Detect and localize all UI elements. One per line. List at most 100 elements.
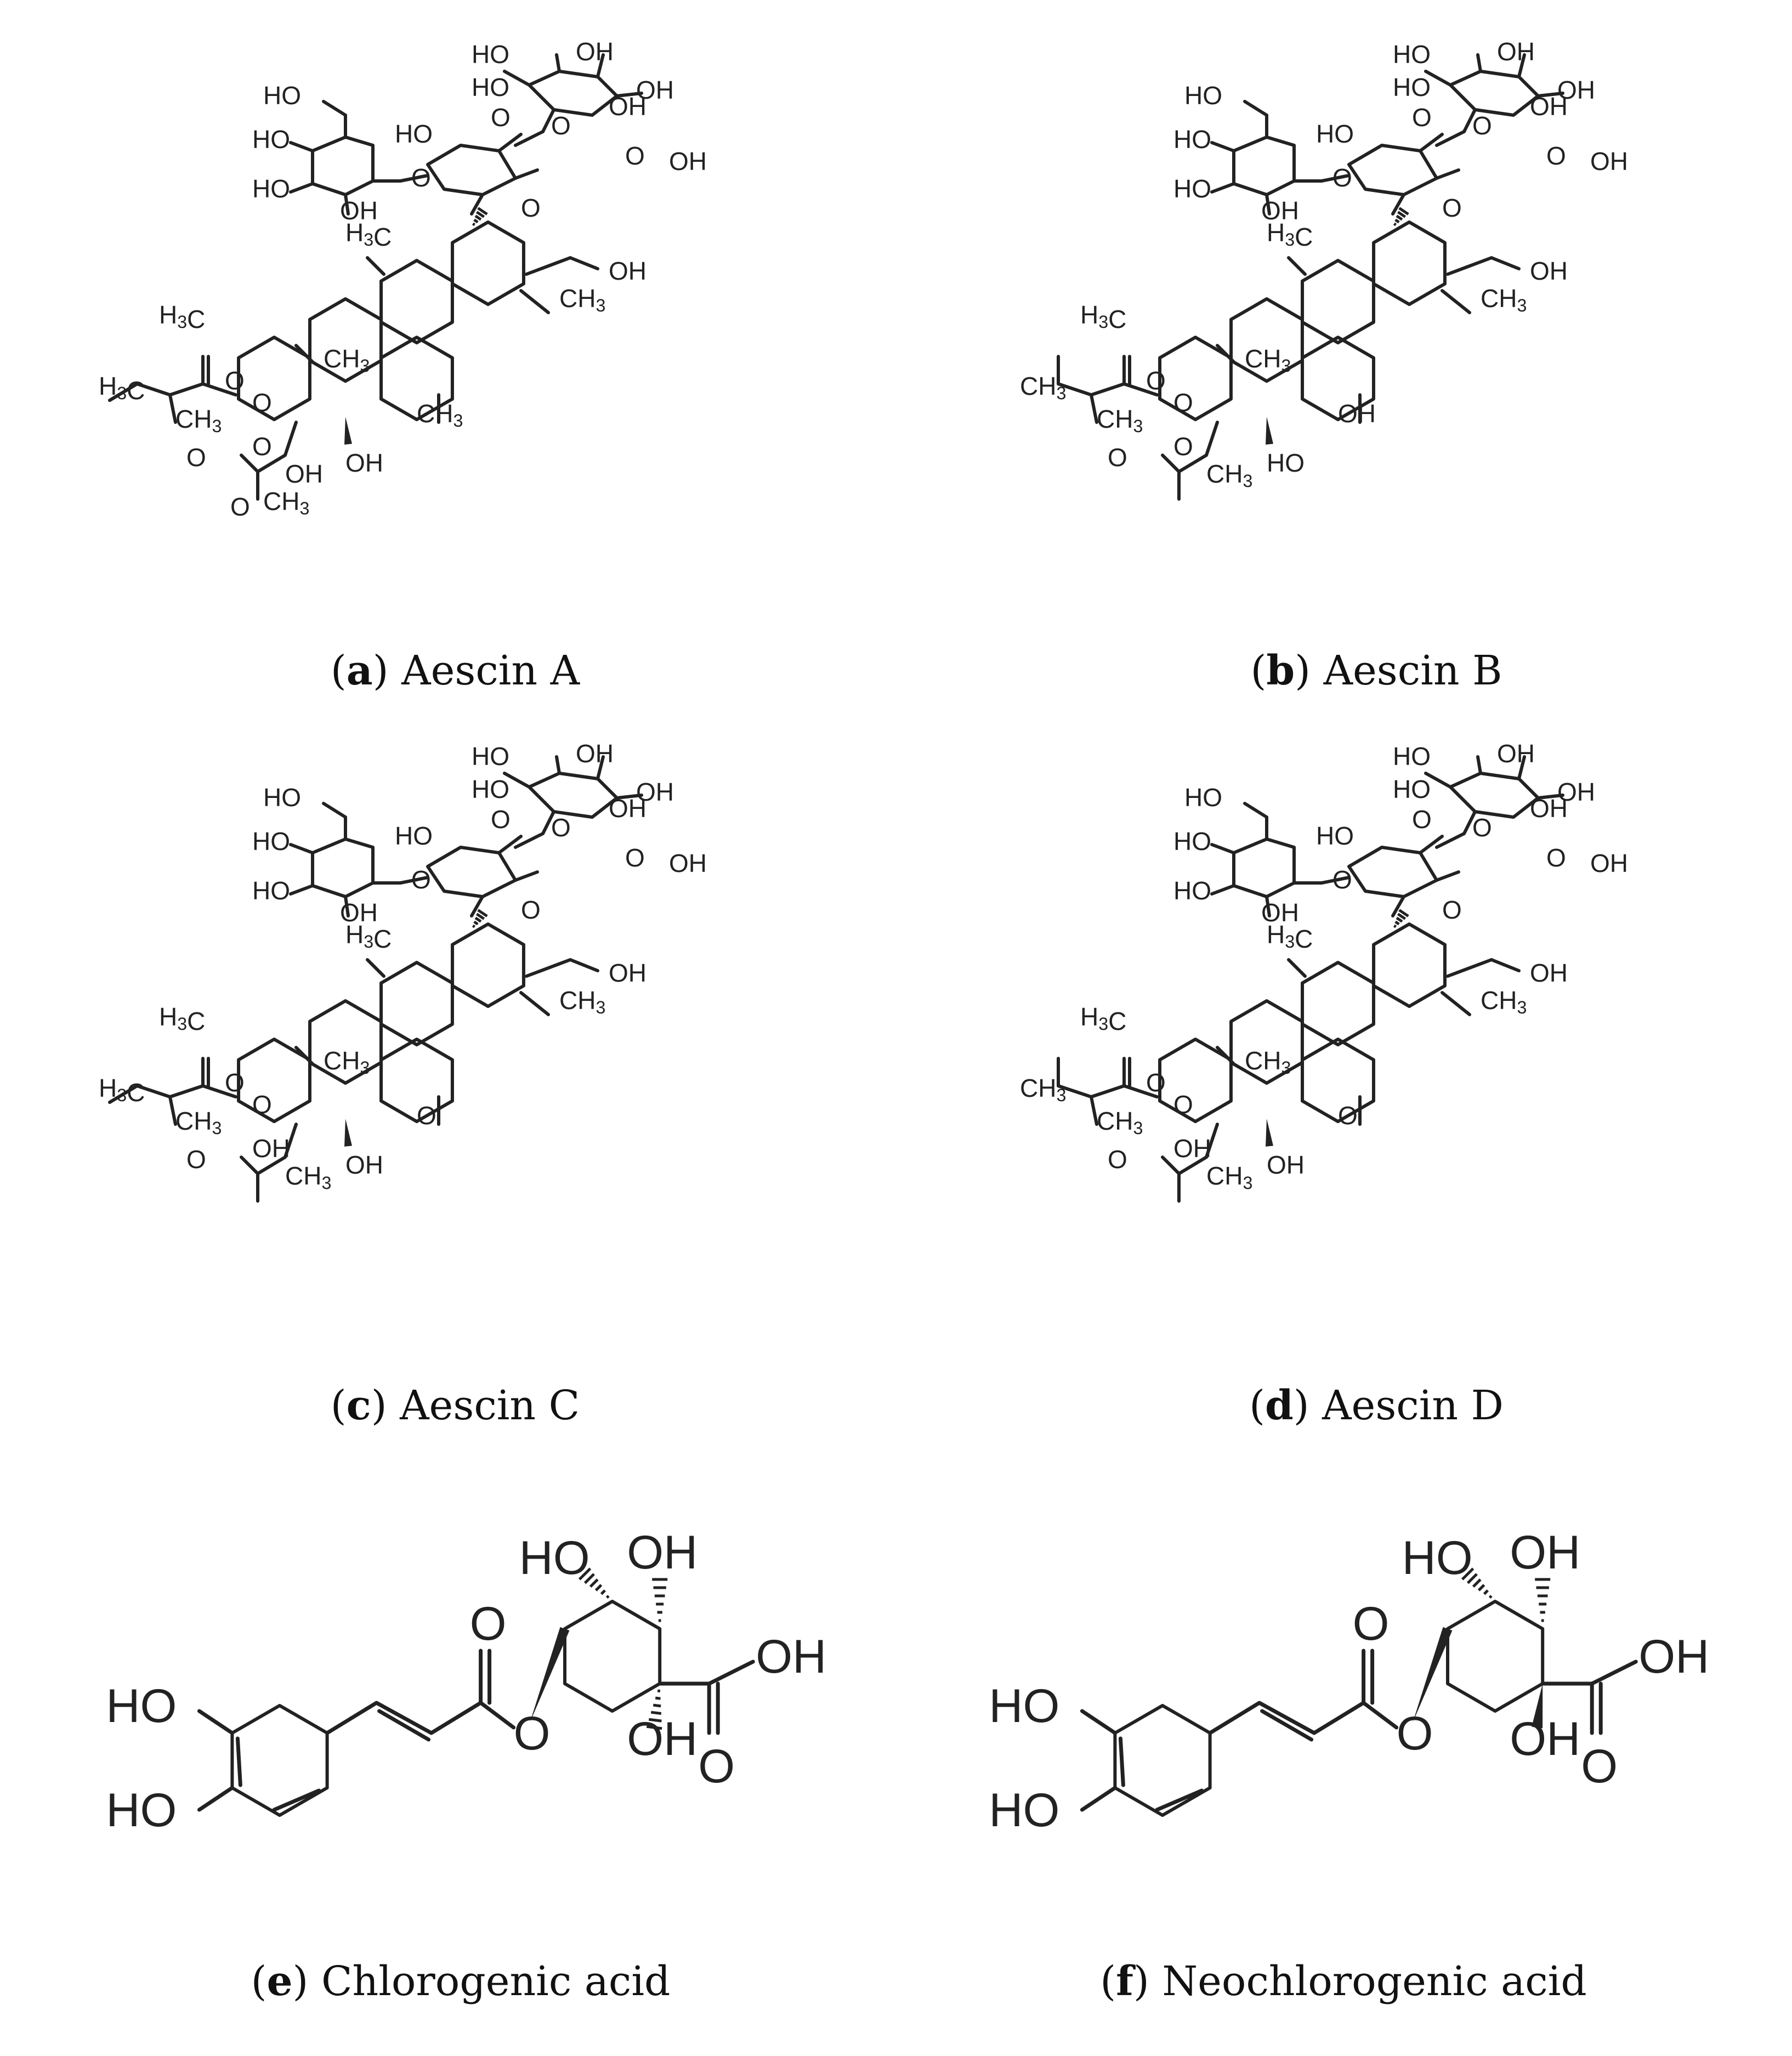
atom-label: HO [263,783,301,812]
atom-label: O [521,896,541,924]
bond [497,835,523,854]
bond [1113,1704,1212,1817]
atom-label: OH [1267,1151,1305,1179]
bond [1216,344,1235,364]
atom-label: HO [989,1680,1059,1732]
bond [1419,835,1444,854]
atom-label: CH3 [1020,372,1066,403]
atom-label: OH [1557,778,1595,806]
caption-e: (e) Chlorogenic acid [251,1958,671,2005]
caption-name-e: Chlorogenic acid [321,1958,671,2005]
hashed-bond [1461,1567,1493,1599]
wedge-bond [344,1119,352,1147]
atom-label: HO [989,1784,1059,1837]
bond [451,220,525,306]
bond [272,1788,321,1812]
atom-label: CH3 [1481,986,1527,1017]
bond [1536,794,1564,800]
bond [426,846,517,898]
bond [541,810,555,835]
atom-label: HO [1393,775,1431,803]
atom-label: HO [1393,40,1431,69]
bond [1347,846,1438,898]
bond [294,1046,314,1066]
atom-label: HO [472,742,509,771]
atom-label: O [252,1090,272,1119]
bond [1210,884,1235,896]
atom-label: CH3 [1481,284,1527,315]
atom-label: OH [1497,37,1535,66]
atom-label: CH3 [559,284,605,315]
atom-label: HO [252,125,290,154]
atom-label: O [514,1707,551,1760]
atom-label: O [186,1145,206,1174]
caption-letter-b: b [1266,647,1295,694]
bond [201,1084,237,1098]
hashed-bond [578,1567,610,1599]
bond [168,382,205,397]
atom-label: CH3 [285,1162,331,1193]
bond [1122,1084,1159,1098]
hashed-bond [652,1578,668,1622]
atom-label: CH3 [175,405,222,436]
atom-label: OH [1590,849,1628,877]
bond [366,256,385,276]
bond [1118,1736,1125,1787]
bond [1441,991,1471,1016]
bond [366,958,385,978]
bond [1320,876,1351,885]
bond [168,1095,177,1126]
atom-label: HO [263,81,301,110]
bond [1446,256,1493,276]
atom-label: HO [395,120,433,148]
bond [1517,53,1526,78]
bond [503,70,531,87]
caption-name-f: Neochlorogenic acid [1162,1958,1587,2005]
bond [1265,193,1271,216]
atom-label: HO [1184,783,1222,812]
bond [470,193,484,216]
atom-label: OH [1261,196,1299,225]
bond [1435,130,1466,147]
atom-label: HO [1316,822,1354,850]
atom-label: OH [1510,1713,1580,1765]
atom-label: OH [252,1134,290,1163]
atom-label: HO [1173,827,1211,856]
atom-label: CH3 [1020,1074,1066,1105]
caption-letter-c: c [346,1382,371,1429]
bond [1177,1156,1208,1175]
bond [1090,1095,1098,1126]
atom-label: HO [252,876,290,905]
atom-label: H3C [1267,218,1313,251]
bond [344,895,350,917]
bond [1229,999,1304,1085]
bond [322,802,347,819]
bond [108,382,139,402]
atom-label: HO [1184,81,1222,110]
atom-label: O [1353,1598,1390,1650]
atom-label: O [230,492,250,521]
bond [1490,958,1521,972]
hashed-bond [1393,909,1409,928]
wedge-bond [530,1627,570,1722]
atom-label: CH3 [1245,344,1291,376]
atom-label: OH [1530,794,1568,823]
atom-label: OH [1338,399,1376,428]
atom-label: O [1146,366,1166,395]
atom-label: O [625,843,645,872]
atom-label: O [470,1598,507,1650]
atom-label: O [1108,443,1127,472]
bond [514,130,545,147]
atom-label: CH3 [1097,1107,1143,1138]
bond [1320,174,1351,183]
atom-label: H3C [159,301,205,333]
bond [525,256,572,276]
atom-label: OH [1530,959,1568,987]
bond [1435,870,1460,882]
wedge-bond [1266,417,1273,445]
